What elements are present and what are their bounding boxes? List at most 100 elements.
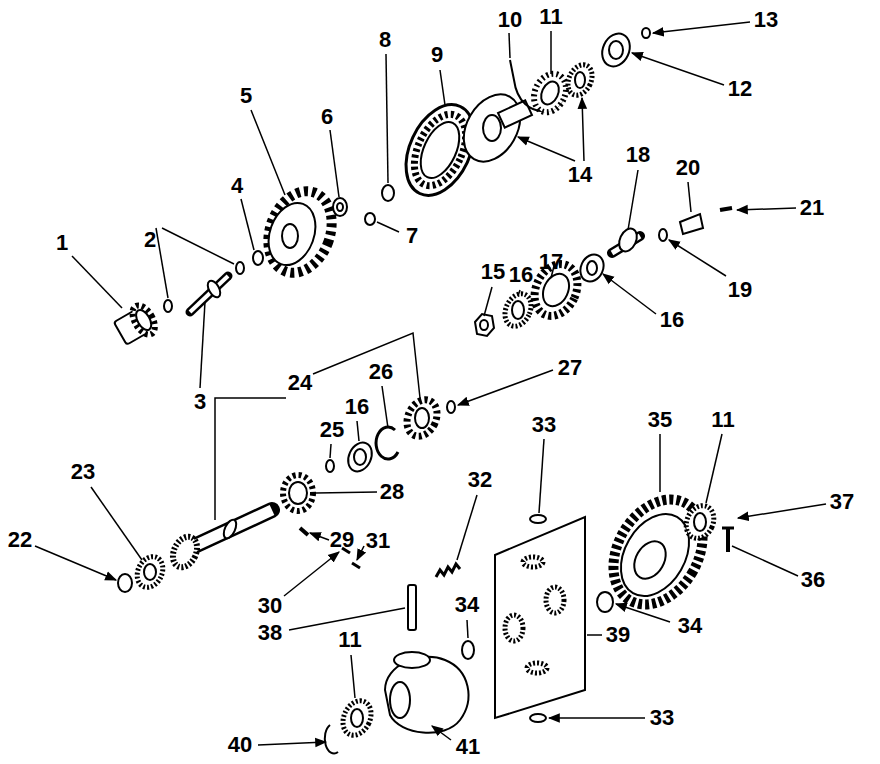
part-drawing xyxy=(300,528,308,535)
callout-number: 16 xyxy=(660,309,684,331)
callout-number: 22 xyxy=(8,529,32,551)
callout-number: 34 xyxy=(678,615,702,637)
callout-number: 27 xyxy=(558,357,582,379)
callout-number: 21 xyxy=(800,197,824,219)
part-drawing xyxy=(694,513,706,531)
part-drawing xyxy=(595,484,720,621)
part-drawing xyxy=(190,510,272,548)
part-drawing xyxy=(597,29,635,71)
callout-number: 37 xyxy=(830,491,854,513)
part-drawing xyxy=(576,251,608,286)
part-drawing xyxy=(283,475,313,511)
callout-number: 36 xyxy=(801,569,825,591)
part-drawing xyxy=(738,504,826,518)
part-drawing xyxy=(518,137,575,161)
part-drawing xyxy=(505,615,523,641)
part-drawing xyxy=(720,208,732,210)
callout-number: 7 xyxy=(406,225,418,247)
part-drawing xyxy=(357,421,359,441)
part-drawing xyxy=(582,98,584,161)
part-drawing xyxy=(538,270,574,311)
part-drawing xyxy=(722,527,734,530)
part-drawing xyxy=(616,604,670,622)
part-drawing xyxy=(333,198,347,216)
callout-number: 30 xyxy=(258,595,282,617)
callout-number: 5 xyxy=(240,85,252,107)
part-drawing xyxy=(462,641,474,659)
part-drawing xyxy=(597,592,613,612)
part-drawing xyxy=(688,182,691,212)
part-drawing xyxy=(390,682,410,718)
part-drawing xyxy=(500,290,536,331)
callout-number: 11 xyxy=(711,409,734,431)
part-drawing xyxy=(257,182,342,281)
part-drawing xyxy=(563,61,596,99)
part-drawing xyxy=(726,528,730,552)
part-drawing xyxy=(326,460,334,472)
part-drawing xyxy=(523,557,543,567)
callout-number: 3 xyxy=(194,391,206,413)
part-drawing xyxy=(475,314,494,336)
callout-number: 14 xyxy=(568,164,592,186)
part-drawing xyxy=(732,546,798,576)
part-drawing xyxy=(628,536,672,585)
callout-number: 35 xyxy=(648,409,672,431)
part-drawing xyxy=(168,533,201,571)
part-drawing xyxy=(365,213,375,225)
part-drawing xyxy=(144,564,156,580)
part-drawing xyxy=(408,585,416,630)
part-drawing xyxy=(550,31,552,74)
part-drawing xyxy=(603,274,656,314)
part-drawing xyxy=(385,657,468,733)
part-drawing xyxy=(415,408,429,428)
part-drawing xyxy=(284,552,339,596)
part-drawing xyxy=(338,696,377,740)
part-drawing xyxy=(352,563,360,568)
callout-number: 11 xyxy=(539,6,562,28)
part-drawing xyxy=(289,482,307,504)
part-drawing xyxy=(205,279,223,300)
part-drawing xyxy=(539,439,544,513)
part-drawing xyxy=(258,742,326,745)
part-drawing xyxy=(325,725,338,753)
part-drawing xyxy=(35,546,116,580)
part-drawing xyxy=(458,370,553,405)
part-drawing xyxy=(546,587,564,613)
part-drawing xyxy=(512,301,524,319)
part-drawing xyxy=(132,552,167,591)
callout-number: 13 xyxy=(754,9,778,31)
callout-number: 39 xyxy=(606,624,630,646)
callout-number: 32 xyxy=(468,469,492,491)
part-drawing xyxy=(241,199,254,250)
part-drawing xyxy=(162,228,234,264)
callout-number: 16 xyxy=(509,264,533,286)
part-drawing xyxy=(313,333,420,398)
part-drawing xyxy=(351,655,355,698)
part-drawing xyxy=(413,116,467,184)
callout-number: 28 xyxy=(380,481,404,503)
part-drawing xyxy=(669,240,726,276)
part-drawing xyxy=(91,487,142,560)
part-drawing xyxy=(549,717,645,719)
part-drawing xyxy=(382,386,388,428)
part-drawing xyxy=(495,517,585,718)
part-drawing xyxy=(737,208,796,210)
part-drawing xyxy=(128,302,160,339)
part-drawing xyxy=(190,276,228,312)
callout-number: 10 xyxy=(498,9,522,31)
part-drawing xyxy=(483,115,501,141)
part-drawing xyxy=(156,228,168,298)
part-drawing xyxy=(432,726,451,740)
callout-number: 8 xyxy=(379,29,391,51)
part-drawing xyxy=(509,33,510,58)
part-drawing xyxy=(330,130,339,197)
part-drawing xyxy=(133,307,154,332)
part-drawing xyxy=(382,185,394,201)
part-drawing xyxy=(467,620,468,638)
part-drawing xyxy=(659,434,661,492)
callout-number: 33 xyxy=(532,414,556,436)
callout-number: 16 xyxy=(345,396,369,418)
part-drawing xyxy=(221,518,239,540)
part-drawing xyxy=(587,634,602,636)
